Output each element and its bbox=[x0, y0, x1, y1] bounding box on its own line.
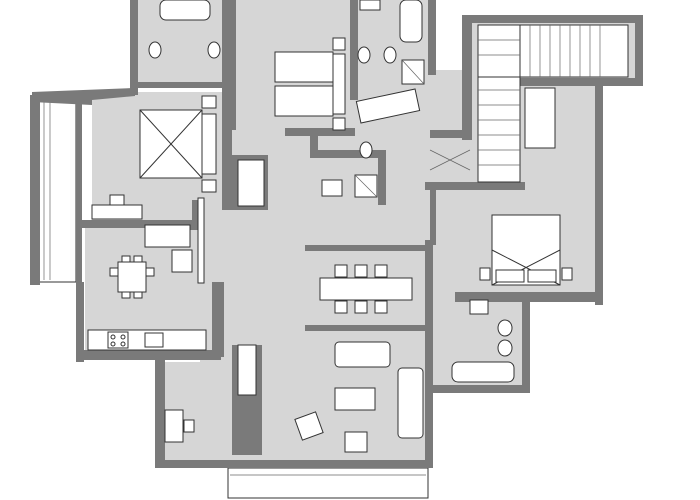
dining-table-small bbox=[117, 261, 147, 293]
coffee-table bbox=[334, 387, 376, 411]
living-dining bbox=[164, 197, 424, 453]
walls bbox=[30, 0, 643, 468]
bathtub bbox=[399, 0, 423, 43]
twin-bed-2 bbox=[274, 85, 334, 117]
sofa bbox=[397, 367, 424, 439]
bottom-balcony bbox=[227, 467, 429, 499]
armchair bbox=[344, 431, 368, 453]
staircase bbox=[429, 24, 629, 183]
beds bbox=[139, 37, 573, 286]
bathroom-fixtures bbox=[148, 0, 515, 383]
stove bbox=[107, 331, 129, 349]
office-desk bbox=[164, 409, 184, 443]
twin-bed-1 bbox=[274, 51, 334, 83]
dining-table bbox=[319, 277, 413, 301]
balconies bbox=[37, 99, 429, 499]
bathtub bbox=[159, 0, 211, 21]
corridor-right-floor bbox=[425, 140, 485, 190]
sofa bbox=[334, 341, 391, 368]
bathtub bbox=[451, 361, 515, 383]
armchair bbox=[294, 411, 324, 441]
desk bbox=[91, 204, 143, 220]
kitchen bbox=[87, 194, 207, 351]
